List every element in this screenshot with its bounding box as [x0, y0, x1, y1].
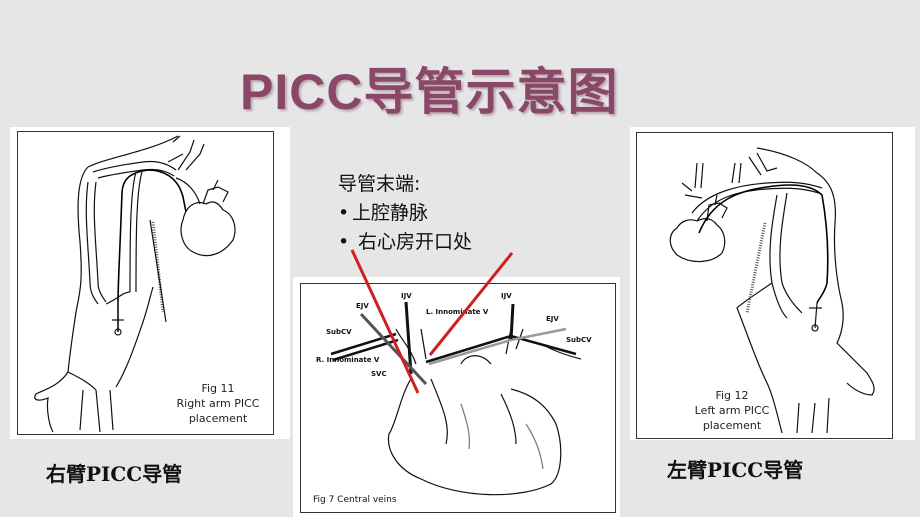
figure-right-arm-caption: Fig 11 Right arm PICC placement: [168, 381, 268, 426]
label-r-innominate: R. Innominate V: [316, 356, 380, 364]
left-arm-illustration: [669, 147, 875, 434]
caption-line: Right arm PICC: [176, 397, 260, 410]
figure-central-veins-frame: EJV IJV L. Innominate V IJV EJV SubCV Su…: [300, 283, 616, 513]
left-arm-picc-label: 左臂PICC导管: [667, 458, 804, 482]
label-ejv-right: EJV: [546, 315, 559, 323]
callout-bullet-item: • 右心房开口处: [338, 228, 472, 257]
bullet-icon: •: [338, 202, 350, 224]
caption-line: Left arm PICC: [694, 404, 770, 417]
callout-bullet-text: 右心房开口处: [358, 231, 473, 253]
caption-line: Fig 12: [715, 389, 749, 402]
bullet-icon: •: [338, 231, 350, 253]
label-l-innominate: L. Innominate V: [426, 308, 489, 316]
label-ejv-left: EJV: [356, 302, 369, 310]
callout-bullet-item: •上腔静脉: [338, 199, 472, 228]
right-arm-picc-label: 右臂PICC导管: [46, 462, 183, 486]
figure-right-arm-panel: Fig 11 Right arm PICC placement: [10, 127, 290, 439]
figure-left-arm-frame: Fig 12 Left arm PICC placement: [636, 132, 893, 439]
right-arm-illustration: [34, 135, 236, 433]
figure-left-arm-caption: Fig 12 Left arm PICC placement: [677, 388, 787, 433]
label-ijv-left: IJV: [401, 292, 412, 300]
caption-line: placement: [188, 412, 248, 425]
label-svc: SVC: [371, 370, 387, 378]
callout-heading: 导管末端:: [338, 173, 421, 195]
figure-central-veins-panel: EJV IJV L. Innominate V IJV EJV SubCV Su…: [293, 277, 620, 517]
caption-line: placement: [702, 419, 762, 432]
figure-left-arm-panel: Fig 12 Left arm PICC placement: [630, 127, 915, 440]
callout-bullet-text: 上腔静脉: [352, 202, 429, 224]
catheter-tip-callout: 导管末端: •上腔静脉 • 右心房开口处: [338, 170, 472, 257]
label-subcv-left: SubCV: [326, 328, 352, 336]
label-subcv-right: SubCV: [566, 336, 592, 344]
figure-right-arm-frame: Fig 11 Right arm PICC placement: [17, 131, 274, 435]
caption-line: Fig 11: [201, 382, 235, 395]
slide-title: PICC导管示意图: [240, 64, 619, 120]
central-veins-illustration: EJV IJV L. Innominate V IJV EJV SubCV Su…: [313, 292, 592, 505]
figure-central-veins-caption: Fig 7 Central veins: [313, 495, 397, 505]
label-ijv-right: IJV: [501, 292, 512, 300]
